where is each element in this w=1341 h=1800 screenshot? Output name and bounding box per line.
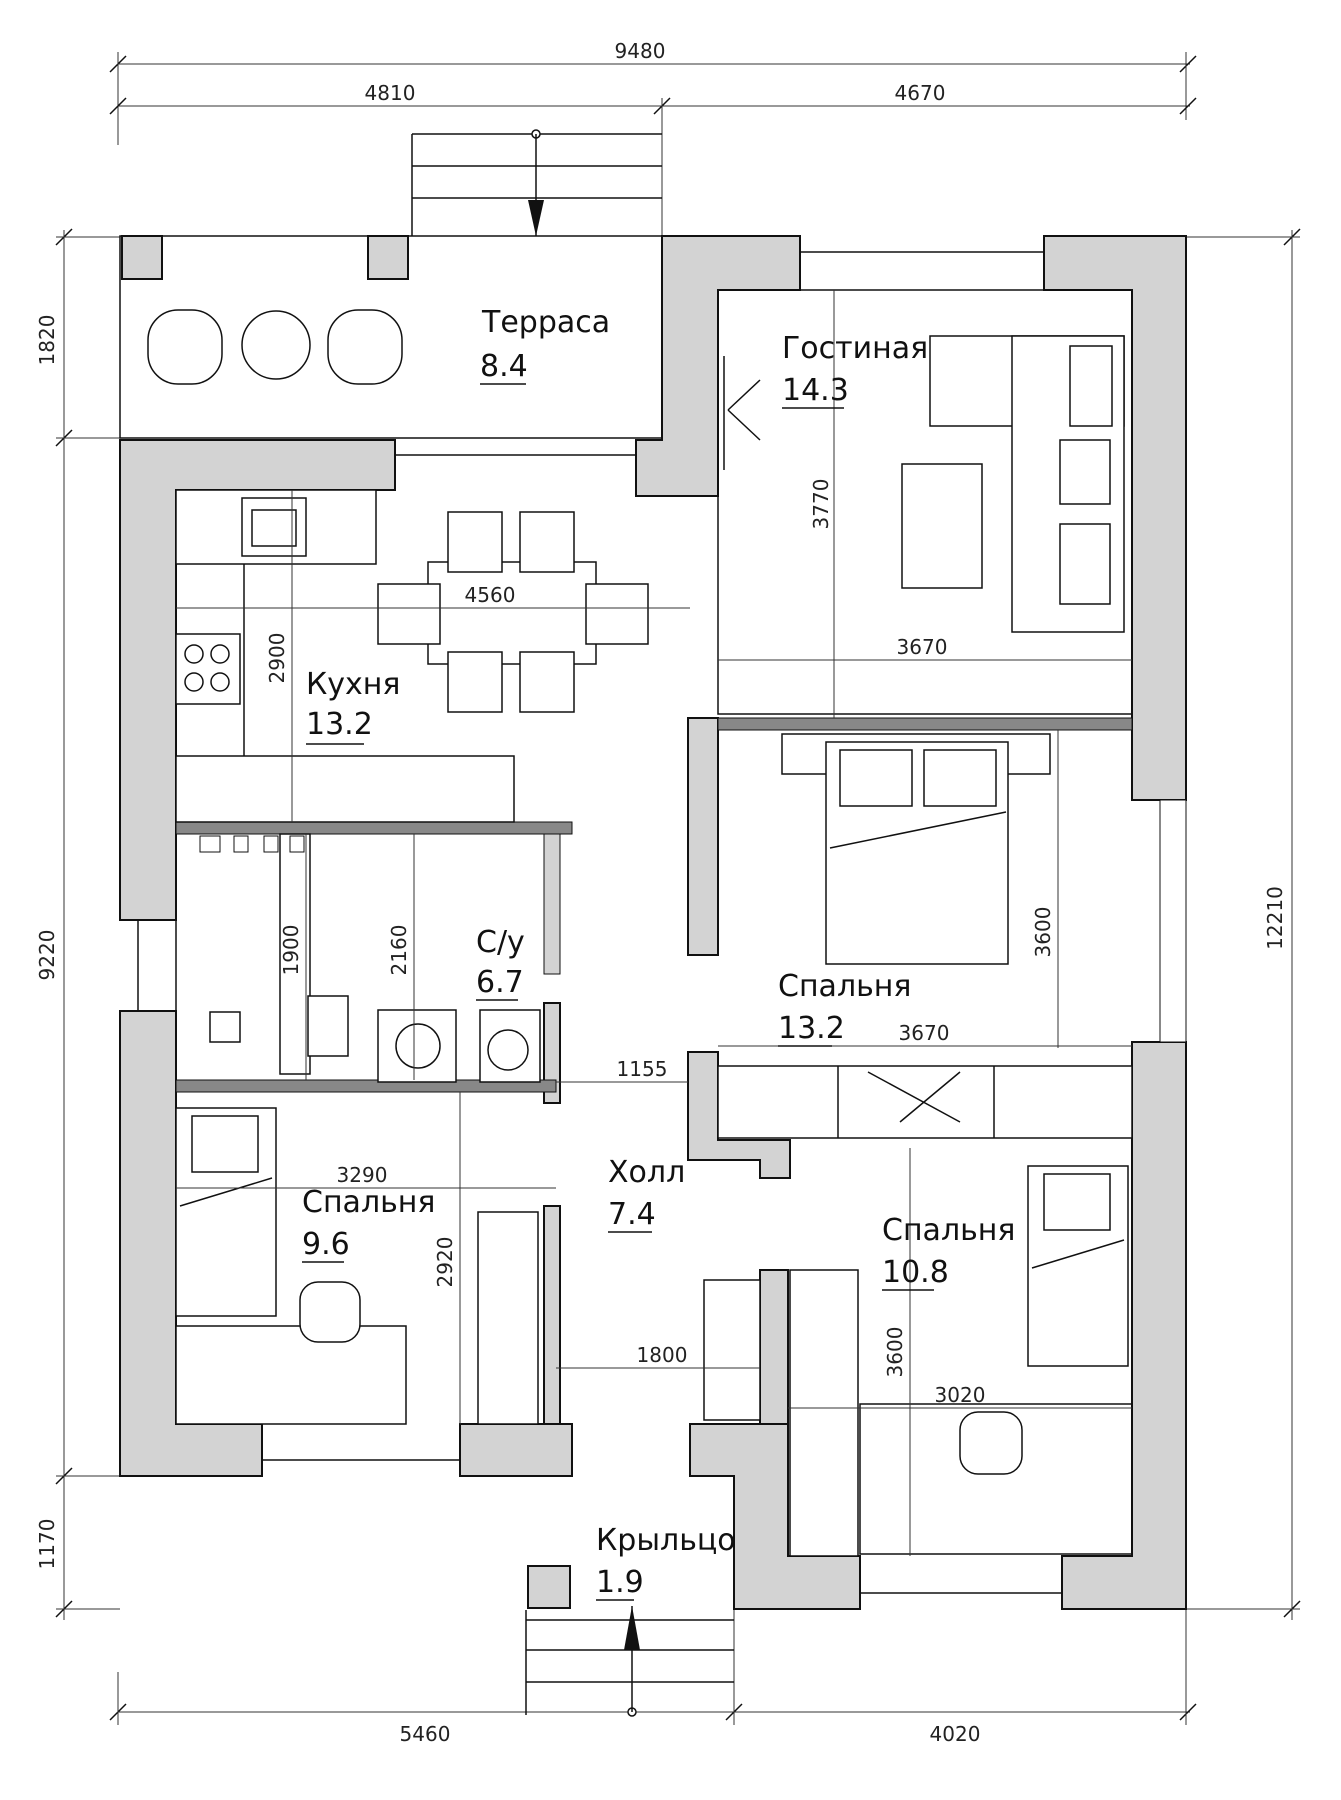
dim-top-left: 4810 (365, 81, 416, 105)
room-name-kitchen: Кухня (306, 667, 400, 702)
overall-dimension-labels: 9480 4810 4670 5460 4020 1820 9220 1170 … (35, 39, 1287, 1746)
bathroom-fixtures (199, 833, 541, 1083)
dim-hall-width-bottom: 1800 (637, 1343, 688, 1367)
dim-left-top: 1820 (35, 315, 59, 366)
room-area-bedroom-right: 10.8 (882, 1255, 949, 1290)
room-area-bedroom-center: 13.2 (778, 1011, 845, 1046)
dim-bed-center-width: 3670 (899, 1021, 950, 1045)
bedroom-center-furniture (717, 733, 1133, 1139)
dim-top-right: 4670 (895, 81, 946, 105)
bedroom-right-furniture (703, 1165, 1133, 1557)
dim-bed-center-height: 3600 (1031, 907, 1055, 958)
dim-left-middle: 9220 (35, 930, 59, 981)
room-name-porch: Крыльцо (596, 1523, 736, 1558)
room-name-terrace: Терраса (481, 305, 610, 340)
room-area-living: 14.3 (782, 373, 849, 408)
dim-left-bottom: 1170 (35, 1519, 59, 1570)
kitchen-furniture (175, 489, 649, 823)
dim-bottom-left: 5460 (400, 1722, 451, 1746)
dim-bed-right-width: 3020 (935, 1383, 986, 1407)
dim-hall-width-top: 1155 (617, 1057, 668, 1081)
room-name-hall: Холл (608, 1155, 685, 1190)
dim-bed-left-height: 2920 (433, 1237, 457, 1288)
walls (119, 235, 1187, 1610)
dim-living-height: 3770 (809, 479, 833, 530)
inner-dimension-labels: 3770 3670 4560 2900 1900 2160 3600 3670 … (265, 479, 1055, 1407)
room-area-terrace: 8.4 (480, 349, 528, 384)
room-area-hall: 7.4 (608, 1197, 656, 1232)
room-area-bedroom-left: 9.6 (302, 1227, 350, 1262)
room-name-bedroom-center: Спальня (778, 969, 911, 1004)
room-name-bedroom-left: Спальня (302, 1185, 435, 1220)
dim-kitchen-height: 2900 (265, 633, 289, 684)
room-area-porch: 1.9 (596, 1565, 644, 1600)
dim-bed-right-height: 3600 (883, 1327, 907, 1378)
living-furniture (717, 289, 1133, 715)
dim-kitchen-width: 4560 (465, 583, 516, 607)
room-name-living: Гостиная (782, 331, 928, 366)
room-name-bedroom-right: Спальня (882, 1213, 1015, 1248)
dim-living-width: 3670 (897, 635, 948, 659)
dim-bottom-right: 4020 (930, 1722, 981, 1746)
bedroom-left-furniture (175, 1107, 539, 1425)
dim-bed-left-width: 3290 (337, 1163, 388, 1187)
dim-right-total: 12210 (1263, 886, 1287, 950)
terrace (119, 129, 663, 439)
room-name-bathroom: С/у (476, 925, 525, 960)
porch (525, 1565, 734, 1717)
partitions (137, 251, 1187, 1594)
room-labels: Терраса 8.4 Гостиная 14.3 Кухня 13.2 С/у… (302, 305, 1015, 1601)
inner-dimension-lines (176, 290, 1132, 1556)
dim-bath-height-1: 1900 (279, 925, 303, 976)
room-area-kitchen: 13.2 (306, 707, 373, 742)
dim-bath-height-2: 2160 (387, 925, 411, 976)
dim-top-total: 9480 (615, 39, 666, 63)
room-area-bathroom: 6.7 (476, 965, 524, 1000)
dimension-lines (55, 52, 1301, 1725)
